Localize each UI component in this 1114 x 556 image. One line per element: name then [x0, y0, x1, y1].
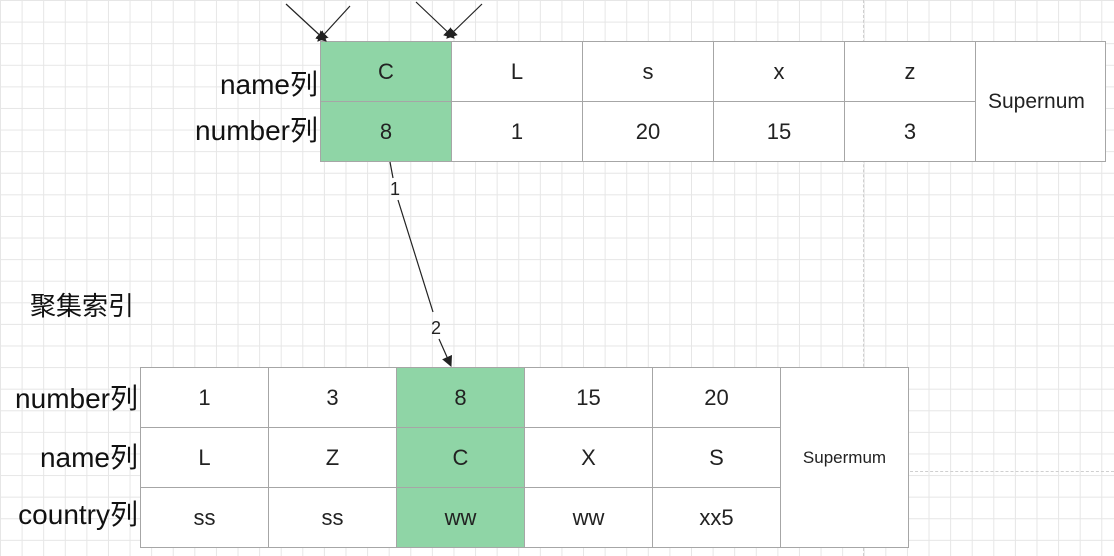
table-cell: 3 — [268, 367, 397, 428]
table-cell: s — [582, 41, 714, 102]
table-row: C L s x z Supernum — [320, 41, 1106, 162]
table-cell: S — [652, 427, 781, 488]
dashed-guide-vertical — [863, 0, 864, 556]
pointer-arrow — [415, 1, 455, 39]
table-cell: L — [451, 41, 583, 102]
table-cell: X — [524, 427, 653, 488]
top-row-label-name: name列 — [219, 69, 318, 100]
table-cell: ss — [140, 487, 269, 548]
table-cell: 8 — [320, 101, 452, 162]
table-row: ss ss ww ww xx5 — [140, 487, 909, 548]
table-row: 1 3 8 15 20 Supermum — [140, 367, 909, 548]
top-row-label-number: number列 — [195, 115, 318, 146]
bottom-row-label-country: country列 — [18, 499, 138, 530]
table-cell: xx5 — [652, 487, 781, 548]
secondary-index-table: C L s x z Supernum 8 1 20 15 3 — [320, 41, 1106, 162]
lookup-line — [397, 199, 434, 313]
clustered-index-table: 1 3 8 15 20 Supermum L Z C X S ss ss ww … — [140, 367, 909, 548]
table-cell: 3 — [844, 101, 976, 162]
table-cell: 15 — [713, 101, 845, 162]
table-cell: 1 — [451, 101, 583, 162]
dashed-guide-horizontal — [905, 471, 1114, 472]
table-cell: ss — [268, 487, 397, 548]
pointer-arrow — [285, 3, 327, 42]
table-cell: ww — [524, 487, 653, 548]
table-cell: 20 — [652, 367, 781, 428]
table-cell: ww — [396, 487, 525, 548]
bottom-row-label-name: name列 — [39, 442, 138, 473]
step-label: 2 — [431, 318, 441, 338]
lookup-line — [389, 161, 394, 179]
table-row: 8 1 20 15 3 — [320, 101, 1106, 162]
table-cell: z — [844, 41, 976, 102]
supremum-record: Supernum — [975, 41, 1106, 162]
step-label: 1 — [390, 179, 400, 199]
table-cell: 8 — [396, 367, 525, 428]
pointer-arrow — [317, 5, 351, 42]
table-cell: 15 — [524, 367, 653, 428]
diagram-title: 聚集索引 — [30, 291, 135, 321]
table-cell: C — [396, 427, 525, 488]
pointer-arrow — [446, 3, 483, 39]
lookup-arrow — [438, 338, 452, 367]
bottom-row-label-number: number列 — [15, 383, 138, 414]
supremum-record: Supermum — [780, 367, 909, 548]
